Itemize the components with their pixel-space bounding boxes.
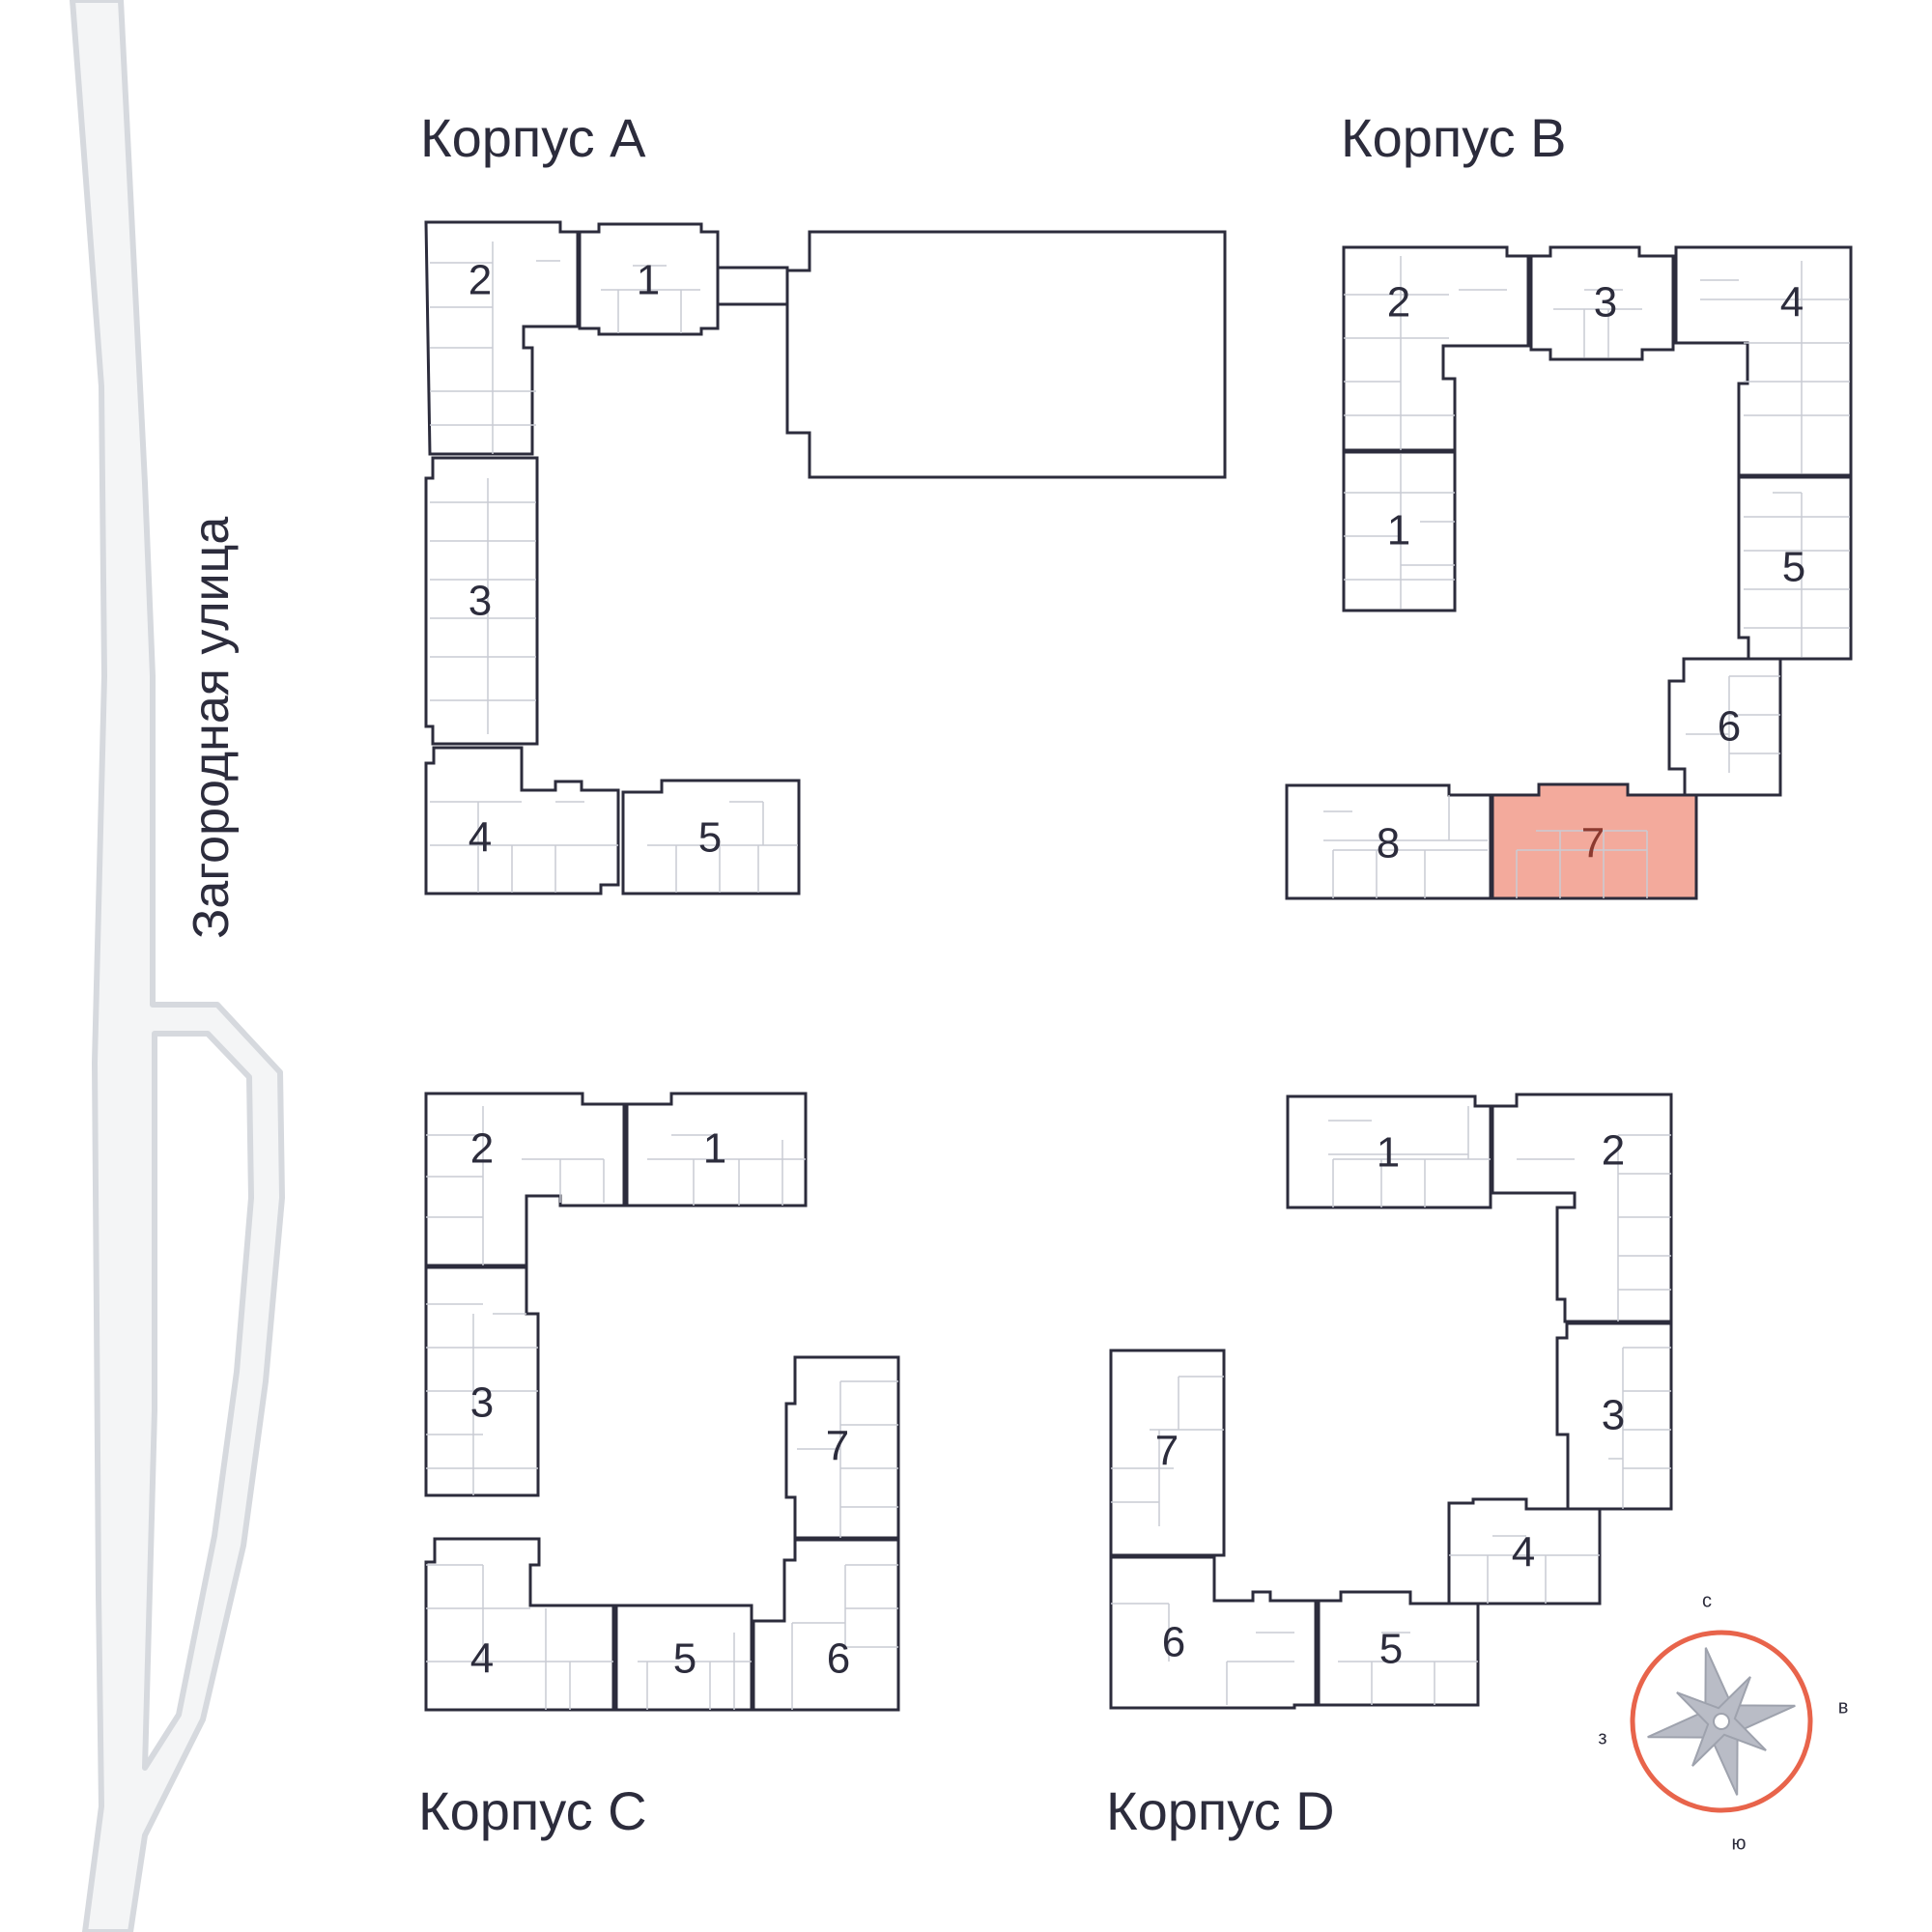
section-number: 1 — [1377, 1129, 1400, 1177]
section-number: 1 — [703, 1125, 726, 1173]
section-number: 7 — [1581, 820, 1605, 867]
section-d-2[interactable]: 2 — [1491, 1093, 1673, 1323]
section-b-6[interactable]: 6 — [1667, 657, 1782, 797]
section-number: 4 — [1780, 279, 1804, 327]
building-b: Корпус B 2 3 4 1 5 — [1285, 107, 1853, 900]
building-d: Корпус D 1 2 3 4 7 — [1106, 1093, 1673, 1841]
building-c: Корпус C 2 1 3 4 5 — [418, 1092, 900, 1841]
section-number: 6 — [1718, 703, 1741, 751]
section-number: 2 — [1387, 279, 1410, 327]
building-label: Корпус A — [420, 107, 646, 168]
section-b-1[interactable]: 1 — [1342, 450, 1457, 612]
section-number: 6 — [827, 1635, 850, 1683]
section-number: 5 — [673, 1635, 696, 1683]
section-number: 3 — [469, 578, 492, 625]
section-d-4[interactable]: 4 — [1447, 1497, 1602, 1605]
section-c-3[interactable]: 3 — [424, 1265, 540, 1497]
section-number: 1 — [1387, 507, 1410, 554]
section-number: 6 — [1162, 1619, 1185, 1666]
annex-block — [785, 230, 1227, 479]
section-a-3[interactable]: 3 — [424, 456, 539, 746]
section-c-4[interactable]: 4 — [424, 1537, 615, 1712]
compass-west: з — [1598, 1727, 1606, 1748]
section-d-3[interactable]: 3 — [1555, 1321, 1673, 1511]
section-a-2[interactable]: 2 — [424, 220, 580, 456]
section-a-1[interactable]: 1 — [578, 222, 720, 336]
section-number: 2 — [469, 257, 492, 304]
compass-north: с — [1702, 1590, 1712, 1611]
section-d-7[interactable]: 7 — [1109, 1349, 1226, 1557]
section-b-2[interactable]: 2 — [1342, 245, 1530, 452]
section-b-8[interactable]: 8 — [1285, 783, 1492, 900]
section-d-5[interactable]: 5 — [1317, 1590, 1480, 1707]
section-b-7-selected[interactable]: 7 — [1491, 782, 1698, 900]
building-label: Корпус B — [1341, 107, 1567, 168]
section-b-5[interactable]: 5 — [1737, 475, 1853, 661]
section-number: 2 — [1602, 1127, 1625, 1175]
section-d-1[interactable]: 1 — [1286, 1094, 1492, 1209]
section-number: 3 — [470, 1379, 494, 1427]
section-b-3[interactable]: 3 — [1529, 245, 1675, 361]
road — [70, 0, 285, 1932]
building-label: Корпус C — [418, 1780, 647, 1841]
connector — [716, 266, 789, 306]
compass-south: ю — [1732, 1833, 1747, 1854]
section-c-6[interactable]: 6 — [752, 1538, 900, 1712]
section-number: 1 — [637, 257, 660, 304]
section-number: 2 — [470, 1125, 494, 1173]
compass: с в ю з — [1598, 1590, 1848, 1854]
section-a-5[interactable]: 5 — [621, 779, 801, 895]
section-number: 7 — [1155, 1428, 1179, 1475]
section-b-4[interactable]: 4 — [1674, 245, 1853, 477]
building-a: Корпус A 2 1 3 4 — [420, 107, 1227, 895]
section-c-2[interactable]: 2 — [424, 1092, 626, 1267]
section-a-4[interactable]: 4 — [424, 746, 620, 895]
section-number: 3 — [1602, 1392, 1625, 1439]
building-label: Корпус D — [1106, 1780, 1335, 1841]
section-number: 4 — [469, 814, 492, 862]
section-c-5[interactable]: 5 — [614, 1604, 753, 1712]
section-c-1[interactable]: 1 — [625, 1092, 808, 1208]
section-c-7[interactable]: 7 — [784, 1355, 900, 1540]
section-number: 8 — [1377, 820, 1400, 867]
section-number: 4 — [1512, 1529, 1535, 1577]
section-number: 5 — [1379, 1626, 1403, 1673]
section-number: 7 — [826, 1423, 849, 1470]
section-number: 4 — [470, 1635, 494, 1683]
section-number: 5 — [1782, 544, 1805, 591]
section-d-6[interactable]: 6 — [1109, 1555, 1318, 1710]
compass-east: в — [1838, 1696, 1849, 1718]
section-number: 5 — [698, 814, 722, 862]
compass-rose-icon — [1647, 1647, 1796, 1796]
section-number: 3 — [1594, 279, 1617, 327]
street-name: Загородная улица — [184, 517, 240, 939]
